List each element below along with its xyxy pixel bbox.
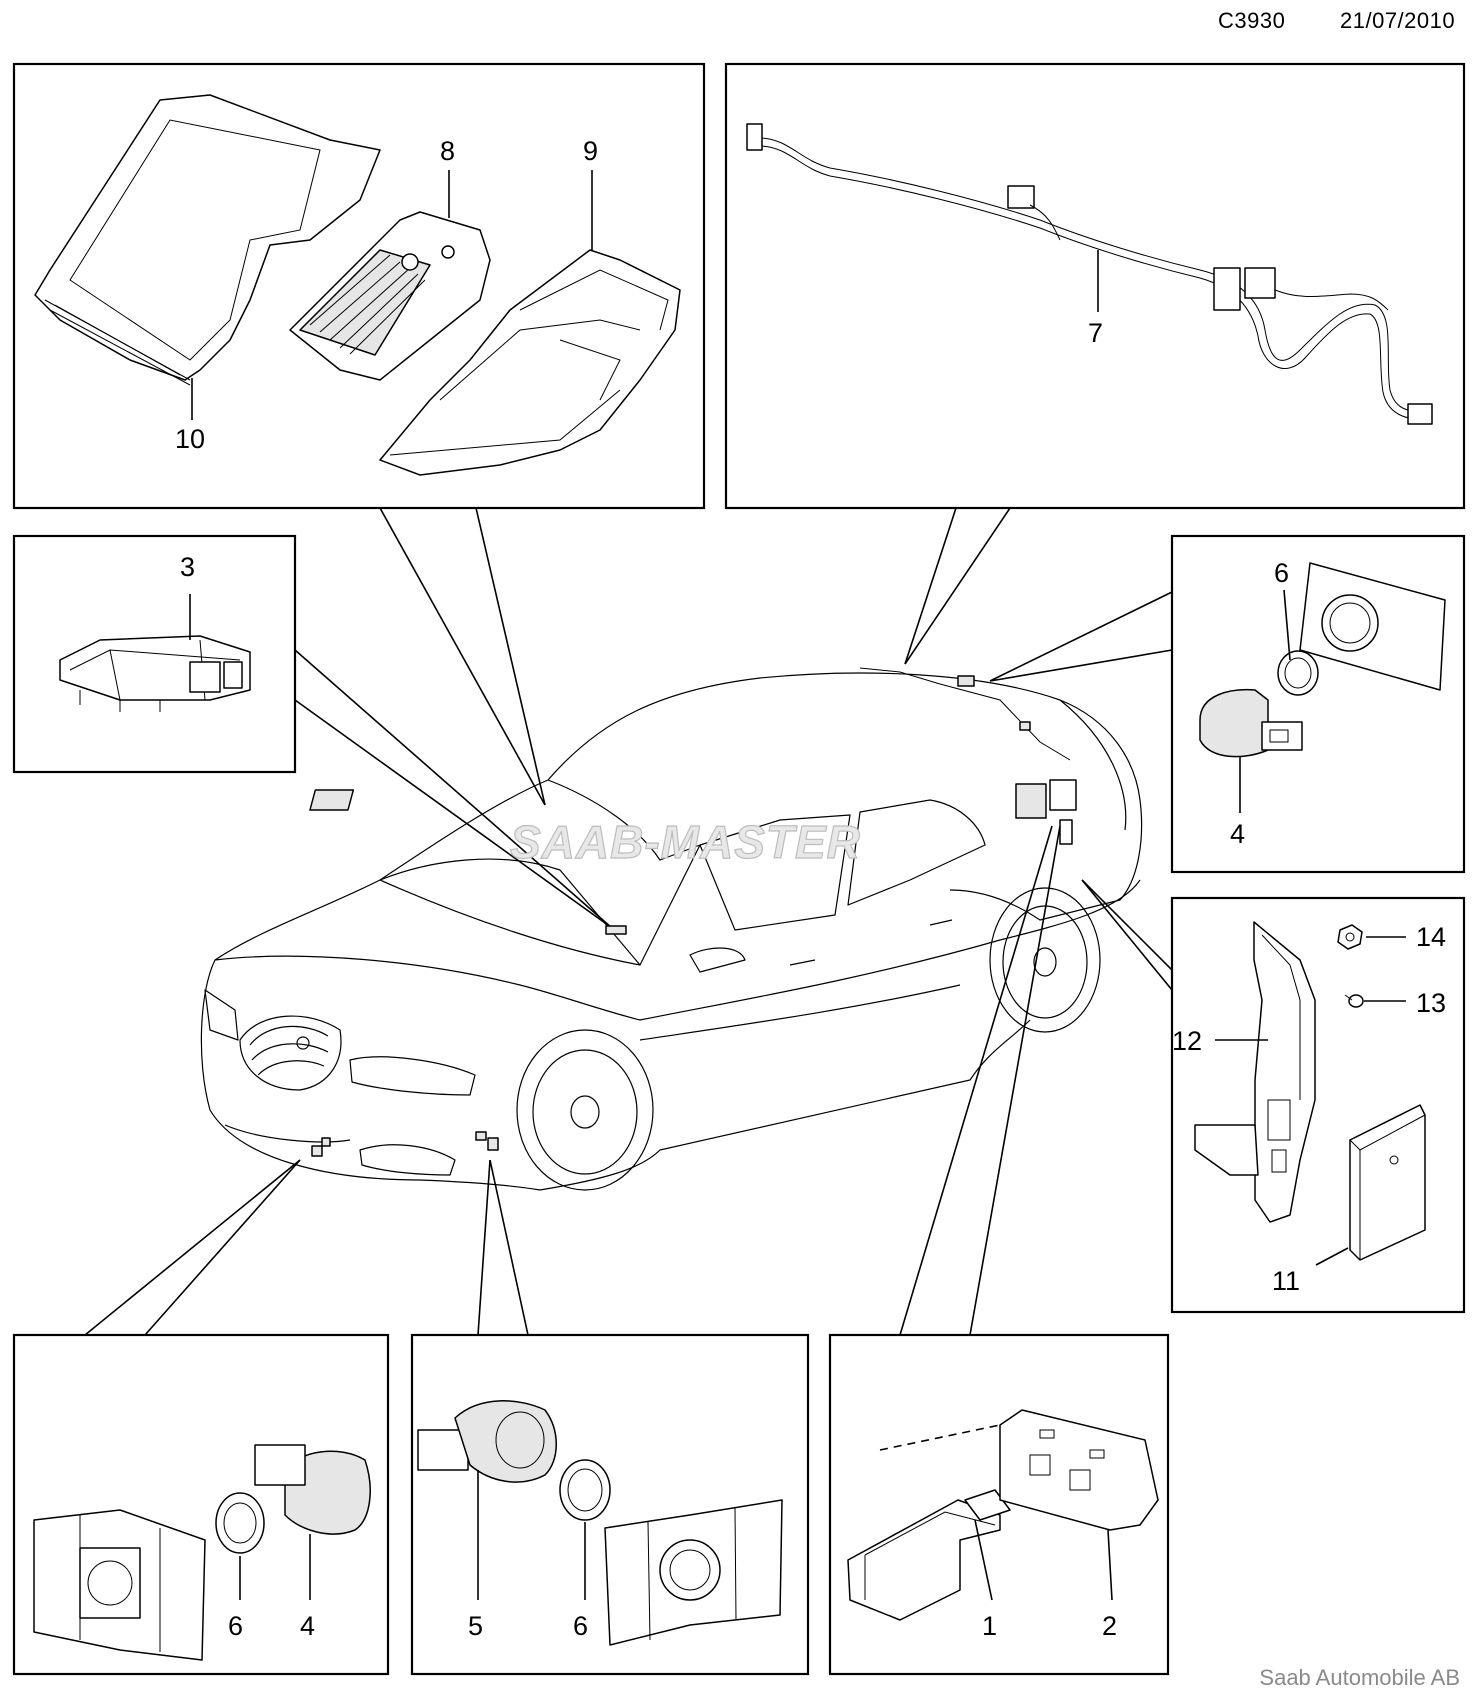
callout-4-rear: 4 xyxy=(1230,819,1245,849)
callout-1: 1 xyxy=(982,1611,997,1641)
watermark: SAAB-MASTER xyxy=(510,816,861,868)
part-3-bracket xyxy=(59,635,251,712)
leader-lines xyxy=(84,507,1173,1336)
callout-9: 9 xyxy=(583,136,598,166)
part-4-rear-sensor xyxy=(1199,688,1303,758)
part-6-ring-left xyxy=(215,1492,265,1554)
part-front-bumper-panel-right xyxy=(604,1499,783,1646)
part-12-bracket xyxy=(1194,921,1316,1223)
detail-box-control-module xyxy=(1170,896,1466,1314)
detail-box-wiring-harness xyxy=(724,62,1466,510)
footer-brand: Saab Automobile AB xyxy=(1259,1665,1460,1690)
part-10-cover xyxy=(34,94,381,386)
part-8-camera-module xyxy=(289,211,491,381)
car-outline xyxy=(200,672,1143,1191)
diagram-date: 21/07/2010 xyxy=(1340,8,1456,33)
callout-7: 7 xyxy=(1088,318,1103,348)
part-front-bumper-panel-left xyxy=(33,1509,206,1661)
callout-4-left: 4 xyxy=(300,1611,315,1641)
part-13-screw xyxy=(1344,994,1364,1008)
callout-5: 5 xyxy=(468,1611,483,1641)
diagram-code: C3930 xyxy=(1218,8,1286,33)
callout-6-left: 6 xyxy=(228,1611,243,1641)
callout-2: 2 xyxy=(1102,1611,1117,1641)
part-6-rear-ring xyxy=(1277,650,1319,696)
part-11-module xyxy=(1349,1104,1426,1261)
callout-6-rear: 6 xyxy=(1274,558,1289,588)
callout-12: 12 xyxy=(1172,1026,1202,1056)
part-2-bracket xyxy=(999,1409,1159,1531)
part-rear-bumper-panel xyxy=(1299,562,1446,691)
callout-13: 13 xyxy=(1416,988,1446,1018)
callout-10: 10 xyxy=(175,424,205,454)
part-9-housing xyxy=(379,249,681,476)
part-5-sensor xyxy=(417,1400,557,1483)
part-7-harness xyxy=(746,123,1433,425)
part-1-module xyxy=(847,1489,1011,1621)
car-part-markers xyxy=(309,667,1077,1157)
part-14-nut xyxy=(1337,924,1363,950)
callout-8: 8 xyxy=(440,136,455,166)
part-4-sensor-left xyxy=(254,1444,371,1535)
callout-14: 14 xyxy=(1416,922,1446,952)
callout-11: 11 xyxy=(1272,1266,1300,1296)
part-6-ring-middle xyxy=(559,1459,611,1521)
callout-3: 3 xyxy=(180,552,195,582)
callout-6-middle: 6 xyxy=(573,1611,588,1641)
